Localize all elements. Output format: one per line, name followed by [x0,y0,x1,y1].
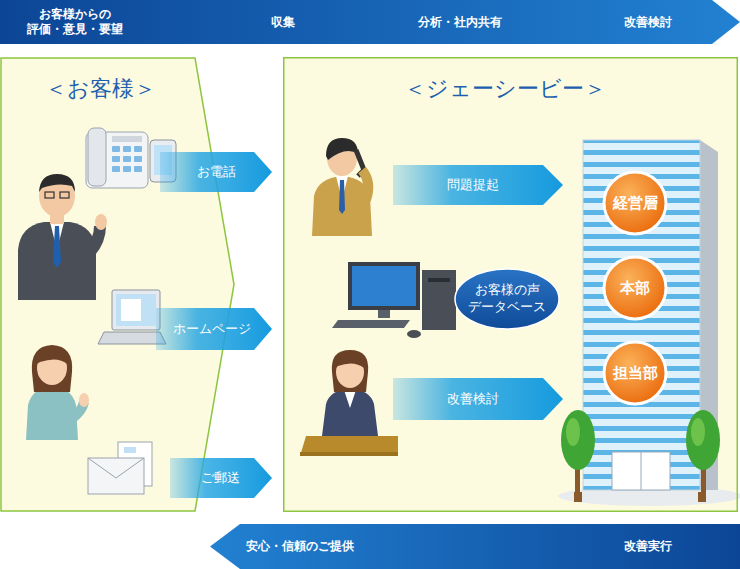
department-circle: 本部 [602,255,668,321]
node-label: お客様からの 評価・意見・要望 [19,7,131,37]
outline-shape [210,524,740,569]
office-building [558,140,740,506]
node-label: お電話 [197,164,236,180]
outline-shape [604,172,666,234]
outline-shape [455,269,559,329]
node-label: 担当部 [613,364,658,383]
customer-panel: ＜お客様＞お電話ホームページご郵送 [0,57,236,512]
node-label: 本部 [620,279,650,298]
node-label: 経営層 [613,194,658,213]
laptop-icon [98,290,166,344]
staff-man [312,138,372,236]
process-band: 安心・信頼のご提供 改善実行 [210,524,740,569]
outline-shape [284,58,738,512]
node-outline [0,57,236,512]
node-label: 改善検討 [624,15,672,30]
company-panel: ＜ジェーシービー＞ 問題提起お客様の声 データベース改善検討 経営層本部担当部 [283,57,738,512]
outline-shape [604,342,666,404]
channel-arrow: ホームページ [156,308,272,350]
department-circle: 経営層 [602,170,668,236]
node-label: ＜お客様＞ [45,75,156,103]
channel-arrow: ご郵送 [170,458,272,498]
outline-shape [0,0,740,44]
outline-shape [393,378,563,420]
department-circle: 担当部 [602,340,668,406]
channel-arrow: お電話 [160,152,272,192]
customer-woman [26,345,89,440]
panel-ground [1,58,234,511]
step-arrow: 問題提起 [393,165,563,205]
envelope-icon [88,442,152,494]
node-label: 分析・社内共有 [418,15,502,30]
outline-shape [170,458,272,498]
node-label: 改善検討 [447,391,499,407]
node-label: ご郵送 [201,470,240,486]
customer-man [18,174,107,300]
node-label: 問題提起 [447,177,499,193]
staff-woman [300,350,398,456]
process-band: お客様からの 評価・意見・要望 収集 分析・社内共有 改善検討 [0,0,740,44]
outline-shape [156,308,272,350]
node-label: ＜ジェーシービー＞ [404,75,606,103]
panel-ground [283,57,738,512]
node-label: お客様の声 データベース [457,282,557,315]
node-label: ホームページ [173,321,251,337]
outline-shape [160,152,272,192]
outline-shape [604,257,666,319]
step-arrow: 改善検討 [393,378,563,420]
outline-shape [1,58,234,511]
node-label: 収集 [271,15,295,30]
node-label: 改善実行 [624,539,672,554]
node-label: 安心・信頼のご提供 [246,539,354,554]
database-ellipse: お客様の声 データベース [454,268,560,330]
computer-icon [332,262,456,338]
outline-shape [393,165,563,205]
